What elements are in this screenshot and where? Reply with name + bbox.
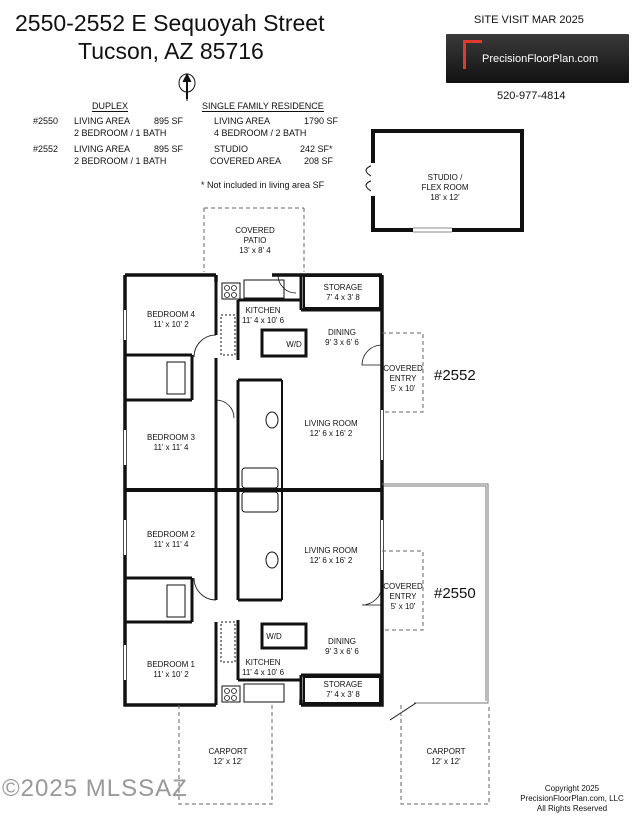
covered-entry-top-outline [382, 332, 424, 413]
dining-top-name: DINING [328, 328, 356, 337]
kitchen-bottom-label: KITCHEN 11' 4 x 10' 6 [230, 658, 296, 678]
copyright-line-2: PrecisionFloorPlan.com, LLC [520, 794, 624, 803]
sfr-studio-label: STUDIO [214, 144, 249, 154]
sfr-living-label: LIVING AREA [214, 116, 271, 126]
covered-patio-size: 13' x 8' 4 [239, 246, 271, 255]
sfr-covered-label: COVERED AREA [210, 156, 282, 166]
sfr-covered-value: 208 SF [304, 156, 334, 166]
storage-top-name: STORAGE [323, 283, 363, 292]
studio-name-1: STUDIO / [427, 173, 463, 182]
site-visit-date: SITE VISIT MAR 2025 [474, 14, 584, 26]
wd-top-label: W/D [286, 340, 302, 349]
carport-left-outline [178, 705, 273, 805]
covered-entry-top-name-1: COVERED [383, 364, 423, 373]
carport-right-size: 12' x 12' [431, 757, 461, 766]
carport-left-name: CARPORT [208, 747, 248, 756]
company-logo: PrecisionFloorPlan.com [446, 34, 629, 83]
dining-bottom-size: 9' 3 x 6' 6 [325, 647, 359, 656]
covered-patio-name-2: PATIO [243, 236, 267, 245]
sfr-studio-value: 242 SF* [300, 144, 333, 154]
bedroom4-name: BEDROOM 4 [146, 310, 195, 319]
storage-top-size: 7' 4 x 3' 8 [326, 293, 360, 302]
living-top-label: LIVING ROOM 12' 6 x 16' 2 [296, 419, 366, 439]
studio-name-2: FLEX ROOM [421, 183, 469, 192]
sfr-beds: 4 BEDROOM / 2 BATH [214, 128, 307, 138]
living-top-name: LIVING ROOM [304, 419, 358, 428]
covered-patio-outline [203, 207, 305, 272]
living-bottom-size: 12' 6 x 16' 2 [309, 556, 353, 565]
living-bottom-name: LIVING ROOM [304, 546, 358, 555]
logo-mark-icon [463, 40, 482, 69]
living-top-size: 12' 6 x 16' 2 [309, 429, 353, 438]
dining-top-size: 9' 3 x 6' 6 [325, 338, 359, 347]
duplex-living-value-2552: 895 SF [154, 144, 184, 154]
studio-size: 18' x 12' [430, 193, 460, 202]
copyright-line-1: Copyright 2025 [544, 784, 600, 793]
carport-right-name: CARPORT [426, 747, 466, 756]
bedroom1-label: BEDROOM 1 11' x 10' 2 [135, 660, 207, 680]
covered-entry-bottom-outline [382, 550, 424, 631]
wd-bottom-label: W/D [266, 632, 282, 641]
storage-bottom-label: STORAGE 7' 4 x 3' 8 [308, 680, 378, 700]
duplex-living-label-2552: LIVING AREA [74, 144, 131, 154]
bedroom4-size: 11' x 10' 2 [153, 320, 189, 329]
address-line-1: 2550-2552 E Sequoyah Street [15, 10, 325, 36]
sfr-living-value: 1790 SF [304, 116, 339, 126]
covered-entry-bottom-size: 5' x 10' [390, 602, 416, 611]
carport-left-label: CARPORT 12' x 12' [195, 747, 261, 767]
covered-entry-bottom-label: COVERED ENTRY 5' x 10' [380, 582, 426, 612]
address-line-2: Tucson, AZ 85716 [78, 38, 264, 64]
copyright-line-3: All Rights Reserved [536, 804, 608, 813]
kitchen-top-label: KITCHEN 11' 4 x 10' 6 [230, 306, 296, 326]
sfr-note: * Not included in living area SF [201, 180, 325, 190]
duplex-beds-2550: 2 BEDROOM / 1 BATH [74, 128, 167, 138]
covered-patio-name-1: COVERED [235, 226, 275, 235]
kitchen-bottom-name: KITCHEN [245, 658, 281, 667]
north-arrow-icon [178, 73, 196, 101]
dining-top-label: DINING 9' 3 x 6' 6 [312, 328, 372, 348]
covered-entry-top-name-2: ENTRY [389, 374, 417, 383]
covered-entry-top-label: COVERED ENTRY 5' x 10' [380, 364, 426, 394]
bedroom3-name: BEDROOM 3 [146, 433, 195, 442]
living-bottom-label: LIVING ROOM 12' 6 x 16' 2 [296, 546, 366, 566]
duplex-living-value-2550: 895 SF [154, 116, 184, 126]
covered-entry-top-size: 5' x 10' [390, 384, 416, 393]
dining-bottom-name: DINING [328, 637, 356, 646]
covered-patio-label: COVERED PATIO 13' x 8' 4 [212, 226, 298, 256]
copyright-block: Copyright 2025 PrecisionFloorPlan.com, L… [510, 784, 634, 814]
kitchen-bottom-size: 11' 4 x 10' 6 [241, 668, 285, 677]
phone-number: 520-977-4814 [497, 90, 566, 102]
duplex-living-label-2550: LIVING AREA [74, 116, 131, 126]
dining-bottom-label: DINING 9' 3 x 6' 6 [312, 637, 372, 657]
storage-bottom-size: 7' 4 x 3' 8 [326, 690, 360, 699]
studio-label: STUDIO / FLEX ROOM 18' x 12' [400, 173, 490, 203]
duplex-heading: DUPLEX [92, 101, 129, 112]
covered-entry-bottom-name-1: COVERED [383, 582, 423, 591]
bedroom3-label: BEDROOM 3 11' x 11' 4 [135, 433, 207, 453]
logo-text: PrecisionFloorPlan.com [482, 53, 599, 65]
kitchen-top-size: 11' 4 x 10' 6 [241, 316, 285, 325]
carport-right-label: CARPORT 12' x 12' [413, 747, 479, 767]
bedroom1-name: BEDROOM 1 [146, 660, 195, 669]
storage-bottom-name: STORAGE [323, 680, 363, 689]
bedroom2-name: BEDROOM 2 [146, 530, 195, 539]
unit-2550-label: #2550 [434, 585, 476, 602]
bedroom1-size: 11' x 10' 2 [153, 670, 189, 679]
duplex-unit-2552: #2552 [33, 144, 59, 154]
carport-left-size: 12' x 12' [213, 757, 243, 766]
bedroom4-label: BEDROOM 4 11' x 10' 2 [135, 310, 207, 330]
duplex-unit-2550: #2550 [33, 116, 59, 126]
covered-entry-bottom-name-2: ENTRY [389, 592, 417, 601]
kitchen-top-name: KITCHEN [245, 306, 281, 315]
storage-top-label: STORAGE 7' 4 x 3' 8 [308, 283, 378, 303]
duplex-beds-2552: 2 BEDROOM / 1 BATH [74, 156, 167, 166]
unit-2552-label: #2552 [434, 367, 476, 384]
bedroom3-size: 11' x 11' 4 [153, 443, 189, 452]
bedroom2-size: 11' x 11' 4 [153, 540, 189, 549]
bedroom2-label: BEDROOM 2 11' x 11' 4 [135, 530, 207, 550]
mls-watermark: ©2025 MLSSAZ [2, 775, 188, 802]
carport-right-outline [400, 705, 490, 805]
sfr-heading: SINGLE FAMILY RESIDENCE [202, 101, 324, 112]
